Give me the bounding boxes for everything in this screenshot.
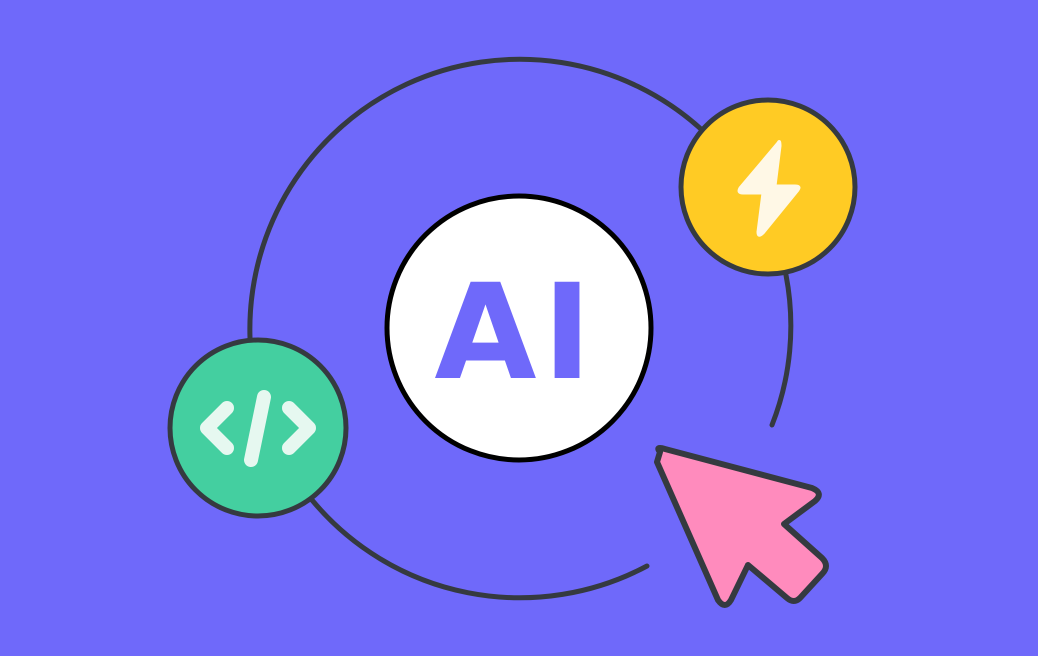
ai-badge: AI [384, 193, 654, 463]
code-badge [167, 337, 349, 519]
lightning-bolt-icon [737, 140, 801, 237]
code-brackets-icon [200, 390, 316, 467]
mouse-pointer-icon [654, 445, 829, 608]
cursor-pointer [654, 445, 829, 608]
lightning-badge [678, 97, 858, 277]
orbit-arc-top [247, 56, 705, 341]
orbit-ring [247, 56, 794, 601]
ai-label: AI [434, 256, 597, 410]
orbit-arc-right [769, 272, 794, 428]
orbit-arc-bottom [309, 497, 650, 601]
